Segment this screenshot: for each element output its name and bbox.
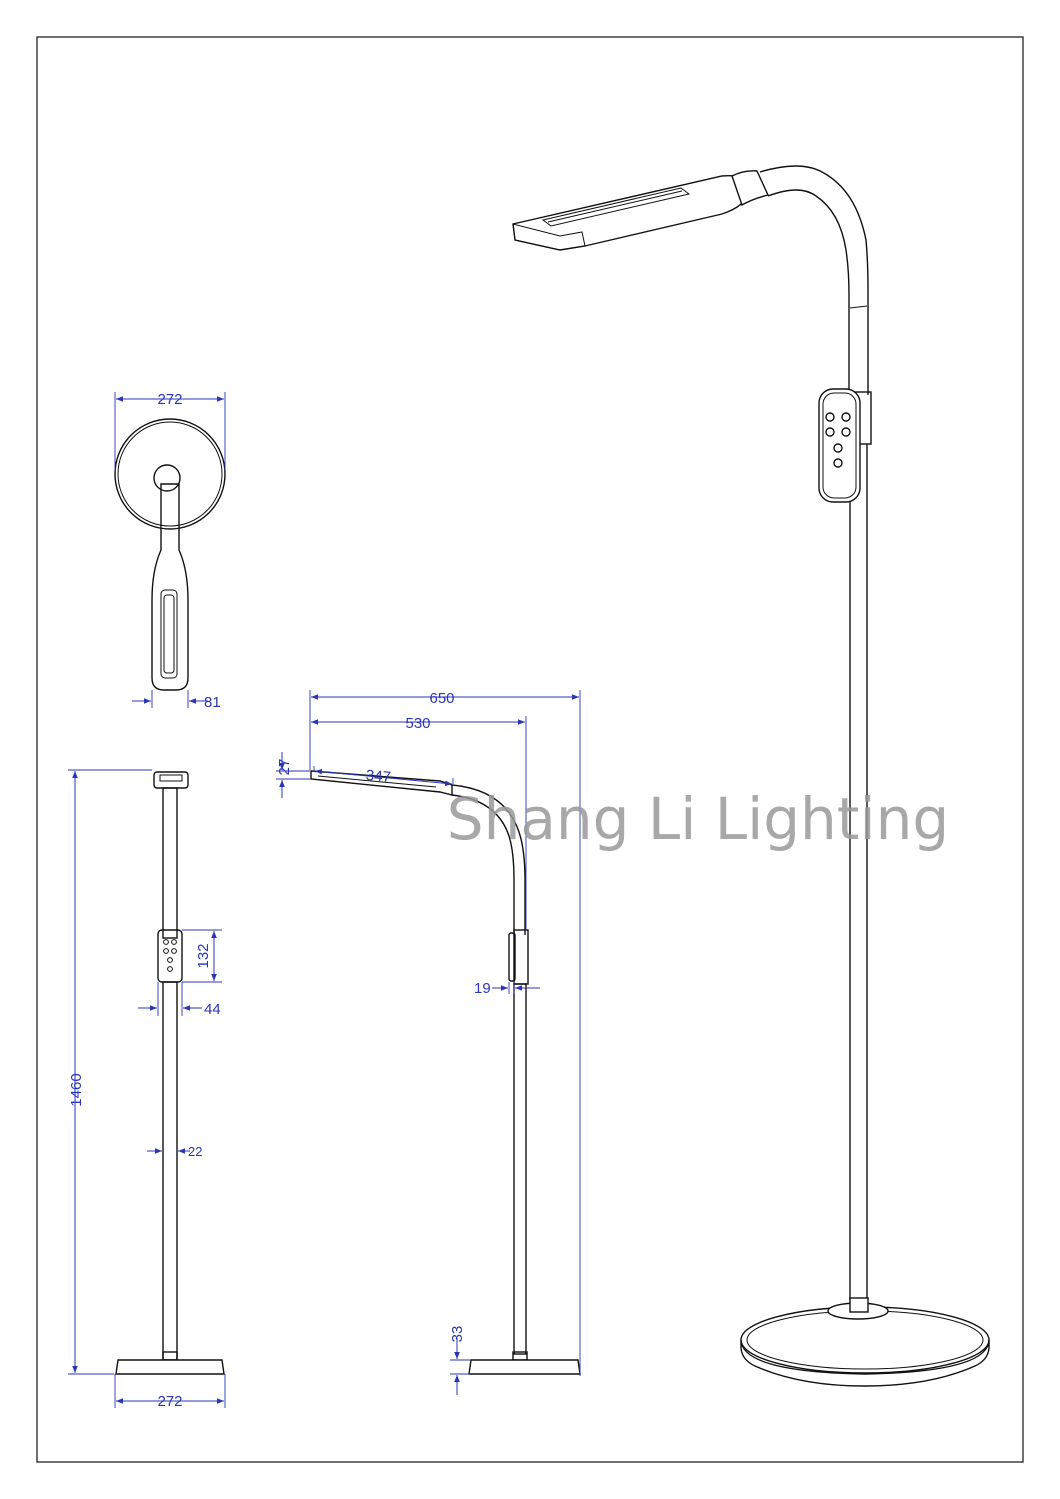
overall-height-label: 1460 — [68, 1073, 85, 1106]
watermark: Shang Li Lighting — [447, 785, 949, 853]
controller-width-label: 44 — [204, 1001, 221, 1018]
side-view — [310, 770, 581, 1375]
dim-base-height: 33 — [449, 1326, 470, 1395]
dim-pole-diameter: 22 — [147, 1144, 202, 1159]
reach-pole-label: 530 — [405, 715, 430, 732]
dim-reach-pole: 530 — [311, 715, 527, 930]
head-top-width-label: 81 — [204, 694, 221, 711]
perspective-view — [512, 165, 990, 1387]
dim-controller-width: 44 — [138, 982, 221, 1018]
dim-overall-height: 1460 — [68, 769, 152, 1375]
base-diameter-label: 272 — [157, 1393, 182, 1410]
head-thickness-label: 27 — [276, 759, 293, 776]
base-height-label: 33 — [449, 1326, 466, 1343]
drawing-border — [36, 36, 1024, 1463]
dim-top-diameter: 272 — [114, 391, 226, 470]
pole-diameter-label: 22 — [188, 1144, 202, 1159]
dim-controller-height: 132 — [182, 929, 222, 983]
controller-depth-label: 19 — [474, 980, 491, 997]
dim-controller-depth: 19 — [474, 980, 540, 997]
head-length-label: 347 — [365, 767, 391, 786]
dim-head-thickness: 27 — [276, 752, 310, 798]
reach-total-label: 650 — [429, 690, 454, 707]
top-view — [114, 418, 226, 691]
dim-head-length: 347 — [313, 766, 454, 787]
controller-height-label: 132 — [195, 943, 212, 968]
head-top-diameter-label: 272 — [157, 391, 182, 408]
front-view — [115, 771, 225, 1375]
dim-base-diameter: 272 — [114, 1374, 226, 1410]
dim-reach-total: 650 — [309, 690, 581, 1376]
dim-top-width: 81 — [132, 690, 221, 711]
